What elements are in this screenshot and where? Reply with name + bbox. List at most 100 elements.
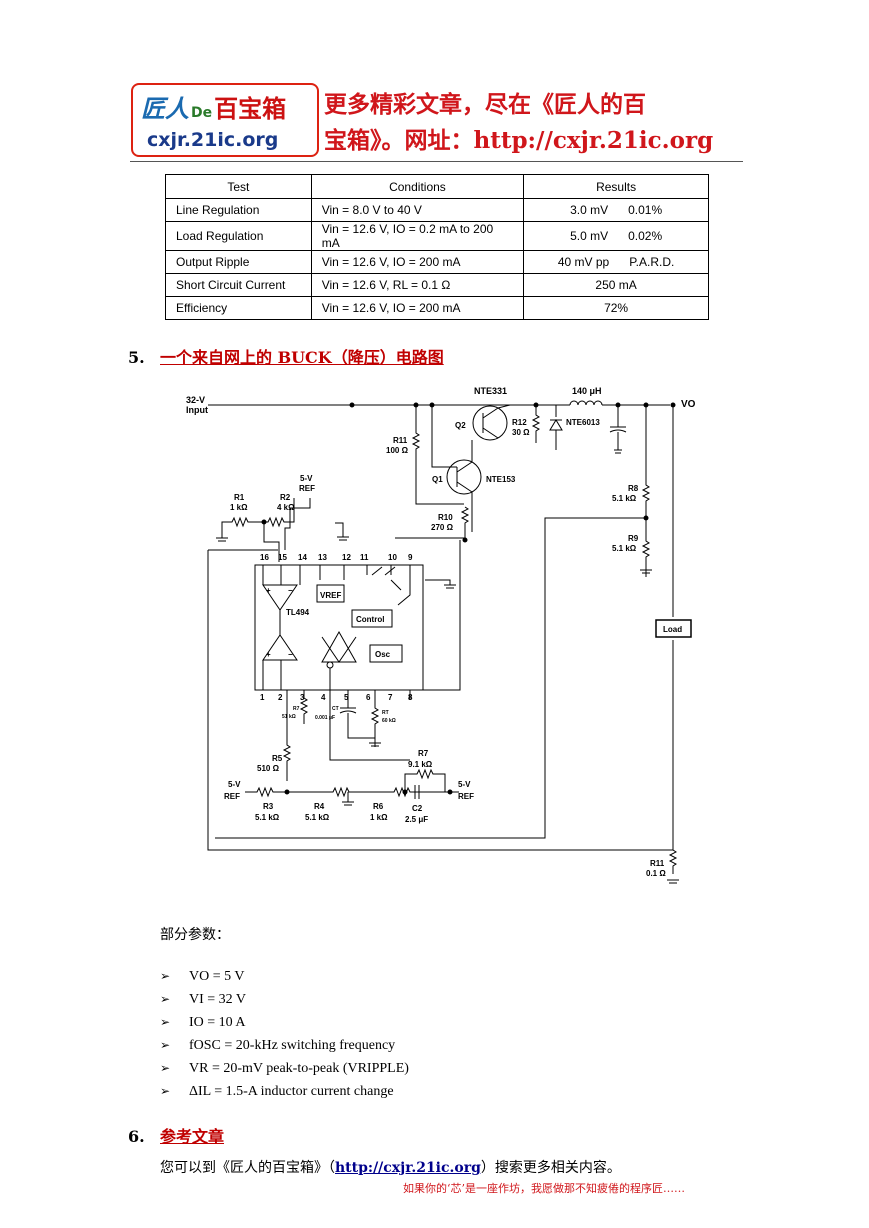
svg-text:+: + bbox=[266, 650, 271, 659]
cell-result: 250 mA bbox=[523, 273, 709, 297]
cell-conditions: Vin = 12.6 V, IO = 200 mA bbox=[310, 296, 525, 320]
tl494-block bbox=[254, 564, 424, 691]
list-item: ➢VO = 5 V bbox=[160, 965, 409, 988]
label-5v-ref-right: 5-V bbox=[458, 780, 471, 789]
svg-text:7: 7 bbox=[388, 693, 393, 702]
svg-text:−: − bbox=[288, 650, 293, 659]
header-divider bbox=[130, 161, 743, 162]
label-r7: R7 bbox=[418, 749, 429, 758]
label-r7-value: 9.1 kΩ bbox=[408, 760, 433, 769]
section-5-link[interactable]: 一个来自网上的 BUCK（降压）电路图 bbox=[160, 348, 444, 367]
svg-text:14: 14 bbox=[298, 553, 307, 562]
svg-text:+: + bbox=[266, 586, 271, 595]
label-osc: Osc bbox=[375, 650, 391, 659]
list-item: ➢IO = 10 A bbox=[160, 1011, 409, 1034]
cell-conditions: Vin = 12.6 V, RL = 0.1 Ω bbox=[310, 273, 525, 297]
label-r2-value: 4 kΩ bbox=[277, 503, 295, 512]
label-c2: C2 bbox=[412, 804, 423, 813]
label-q2: Q2 bbox=[455, 421, 466, 430]
label-nte153: NTE153 bbox=[486, 475, 516, 484]
bullet-arrow-icon: ➢ bbox=[160, 992, 171, 1006]
label-ct-value: 0.001 μF bbox=[315, 715, 335, 721]
svg-text:10: 10 bbox=[388, 553, 397, 562]
bullet-arrow-icon: ➢ bbox=[160, 969, 171, 983]
label-r1: R1 bbox=[234, 493, 245, 502]
bottom-pin-numbers: 1 2 3 4 5 6 7 8 bbox=[260, 693, 413, 702]
svg-text:12: 12 bbox=[342, 553, 351, 562]
svg-text:5: 5 bbox=[344, 693, 349, 702]
error-amp-1 bbox=[262, 584, 298, 611]
section-6-link[interactable]: 参考文章 bbox=[160, 1127, 225, 1146]
section-6-heading: 6.参考文章 bbox=[128, 1127, 225, 1146]
label-c2-value: 2.5 μF bbox=[405, 815, 428, 824]
svg-text:1: 1 bbox=[260, 693, 265, 702]
label-r5: R5 bbox=[272, 754, 283, 763]
cell-result: 5.0 mV 0.02% bbox=[523, 221, 709, 251]
svg-text:16: 16 bbox=[260, 553, 269, 562]
label-ref-right: REF bbox=[458, 792, 474, 801]
label-rt-value: 60 kΩ bbox=[382, 718, 396, 724]
label-rt: RT bbox=[382, 710, 389, 716]
bullet-arrow-icon: ➢ bbox=[160, 1038, 171, 1052]
label-r7-small-value: 51 kΩ bbox=[282, 714, 296, 720]
transistor-q2 bbox=[472, 405, 508, 441]
control-box bbox=[351, 609, 393, 628]
label-r4-value: 5.1 kΩ bbox=[305, 813, 330, 822]
label-vo: VO bbox=[681, 399, 696, 410]
label-r7-small: R7 bbox=[293, 706, 300, 712]
label-r10-value: 270 Ω bbox=[431, 523, 454, 532]
section-5-heading: 5.一个来自网上的 BUCK（降压）电路图 bbox=[128, 348, 444, 367]
label-r3-value: 5.1 kΩ bbox=[255, 813, 280, 822]
label-ref-top: REF bbox=[299, 484, 315, 493]
label-nte331: NTE331 bbox=[474, 386, 507, 396]
label-r6-value: 1 kΩ bbox=[370, 813, 388, 822]
label-diode: NTE6013 bbox=[566, 418, 600, 427]
label-input-voltage: 32-V bbox=[186, 395, 205, 405]
cell-conditions: Vin = 8.0 V to 40 V bbox=[310, 198, 525, 222]
cell-result: 72% bbox=[523, 296, 709, 320]
svg-text:2: 2 bbox=[278, 693, 283, 702]
bullet-arrow-icon: ➢ bbox=[160, 1061, 171, 1075]
load-box bbox=[655, 619, 692, 638]
list-item: ➢ΔIL = 1.5-A inductor current change bbox=[160, 1080, 409, 1103]
svg-text:3: 3 bbox=[300, 693, 305, 702]
vref-box bbox=[316, 584, 345, 603]
label-r2: R2 bbox=[280, 493, 291, 502]
cell-result: 40 mV pp P.A.R.D. bbox=[523, 250, 709, 274]
svg-text:4: 4 bbox=[321, 693, 326, 702]
svg-text:13: 13 bbox=[318, 553, 327, 562]
cell-test: Short Circuit Current bbox=[165, 273, 312, 297]
cell-test: Line Regulation bbox=[165, 198, 312, 222]
logo-url: cxjr.21ic.org bbox=[147, 129, 279, 151]
top-pin-numbers: 16 15 14 13 12 11 10 9 bbox=[260, 553, 413, 562]
list-item: ➢VR = 20-mV peak-to-peak (VRIPPLE) bbox=[160, 1057, 409, 1080]
list-item: ➢VI = 32 V bbox=[160, 988, 409, 1011]
params-heading: 部分参数： bbox=[160, 927, 230, 943]
osc-box bbox=[369, 644, 403, 663]
label-load: Load bbox=[663, 625, 682, 634]
cell-test: Efficiency bbox=[165, 296, 312, 320]
label-tl494: TL494 bbox=[286, 608, 310, 617]
buck-circuit-diagram: 32-V Input VO NTE331 Q2 140 μH R12 30 Ω … bbox=[186, 386, 696, 884]
label-r11: R11 bbox=[393, 436, 408, 445]
col-header-results: Results bbox=[523, 174, 709, 199]
svg-text:9: 9 bbox=[408, 553, 413, 562]
label-r3: R3 bbox=[263, 802, 274, 811]
svg-text:6: 6 bbox=[366, 693, 371, 702]
cell-result: 3.0 mV 0.01% bbox=[523, 198, 709, 222]
svg-text:11: 11 bbox=[360, 553, 369, 562]
comparator bbox=[321, 630, 357, 663]
header-banner: 更多精彩文章，尽在《匠人的百 宝箱》。网址：http://cxjr.21ic.o… bbox=[324, 91, 714, 154]
svg-text:15: 15 bbox=[278, 553, 287, 562]
label-control: Control bbox=[356, 615, 384, 624]
cell-conditions: Vin = 12.6 V, IO = 0.2 mA to 200 mA bbox=[310, 221, 525, 251]
reference-link[interactable]: http://cxjr.21ic.org bbox=[335, 1160, 481, 1176]
label-5v-ref-left: 5-V bbox=[228, 780, 241, 789]
table-header-row: Test Conditions Results bbox=[165, 174, 709, 199]
label-r5-value: 510 Ω bbox=[257, 764, 280, 773]
label-r11b: R11 bbox=[650, 859, 665, 868]
